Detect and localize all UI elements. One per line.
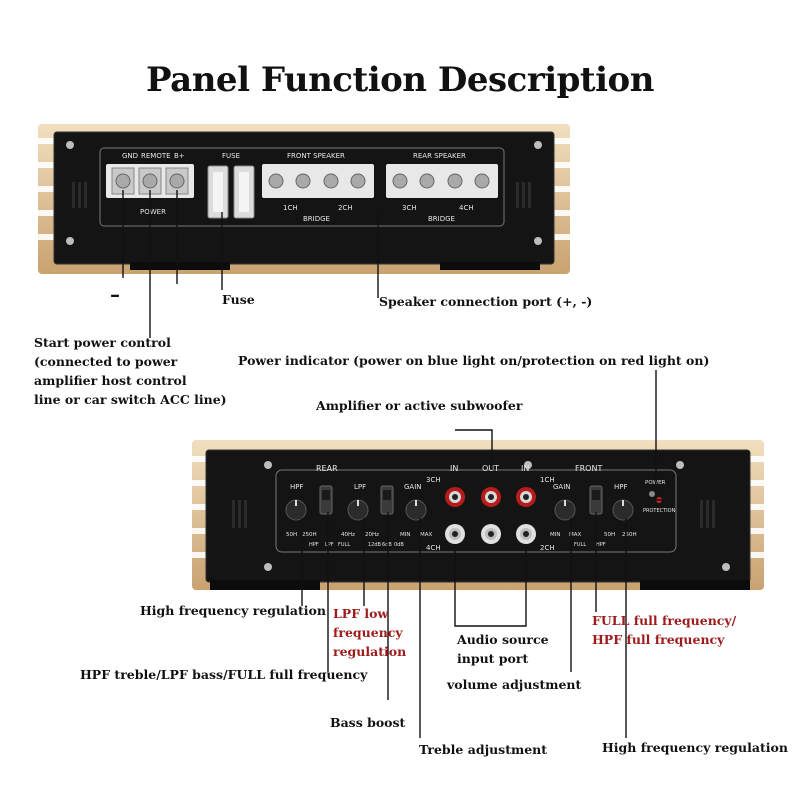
fuse-holders	[207, 165, 255, 219]
gain-front-knob[interactable]	[554, 499, 576, 521]
ch3-label: 3CH	[402, 204, 417, 212]
start-power-line-3: amplifier host control	[34, 373, 187, 388]
top-amplifier: GND REMOTE B+ FUSE FRONT SPEAKER REAR SP…	[38, 124, 570, 274]
hpf-front-knob[interactable]	[612, 499, 634, 521]
full-hpf-line-1: FULL full frequency/	[592, 613, 737, 628]
switch-rear-full: FULL	[338, 542, 350, 548]
hpf-front-50h: 50H	[604, 532, 615, 538]
bottom-amplifier: REAR FRONT IN OUT IN 3CH 1CH 4CH 2CH HPF…	[192, 440, 764, 590]
lpf-20hz: 20Hz	[365, 532, 379, 538]
rear-filter-switch[interactable]	[319, 485, 333, 515]
front-filter-switch[interactable]	[589, 485, 603, 515]
lpf-low-line-2: frequency	[333, 625, 403, 640]
ground-minus-sign: –	[110, 282, 120, 306]
ch1-label: 1CH	[283, 204, 298, 212]
audio-source-annotation: Audio source input port	[457, 630, 549, 668]
gain-rear-max: MAX	[420, 532, 433, 538]
leader-lines	[122, 190, 662, 738]
gnd-label: GND	[122, 152, 138, 160]
rear-speaker-label: REAR SPEAKER	[413, 152, 466, 160]
volume-annotation: volume adjustment	[447, 677, 582, 692]
lpf-40hz: 40Hz	[341, 532, 355, 538]
switch-front-full: FULL	[574, 542, 586, 548]
gain-front-label: GAIN	[553, 483, 571, 491]
power-led	[649, 491, 655, 497]
rca-out-left[interactable]	[481, 487, 501, 507]
full-hpf-line-2: HPF full frequency	[592, 632, 725, 647]
bass-boost-switch[interactable]	[380, 485, 394, 515]
front-label: FRONT	[575, 464, 602, 473]
power-terminals	[106, 164, 194, 198]
switch-front-hpf: HPF	[596, 542, 606, 548]
speaker-port-annotation: Speaker connection port (+, -)	[379, 294, 593, 309]
lpf-low-annotation: LPF low frequency regulation	[333, 604, 406, 661]
start-power-line-1: Start power control	[34, 335, 171, 350]
rear-speaker-terminals	[386, 164, 498, 198]
lpf-rear-label: LPF	[354, 483, 366, 491]
in-label-left: IN	[450, 464, 458, 473]
gain-rear-min: MIN	[400, 532, 410, 538]
ch1-in-label: 1CH	[540, 476, 555, 484]
protection-led-label: PROTECTION	[643, 508, 676, 514]
hpf-front-label: HPF	[614, 483, 628, 491]
hpf-rear-50h: 50H	[286, 532, 297, 538]
hpf-rear-250h: 250H	[302, 532, 317, 538]
rca-in-2ch[interactable]	[516, 524, 536, 544]
audio-source-line-1: Audio source	[457, 632, 549, 647]
ch4-in-label: 4CH	[426, 544, 441, 552]
ch3-in-label: 3CH	[426, 476, 441, 484]
treble-annotation: Treble adjustment	[419, 742, 548, 757]
in-label-right: IN	[521, 464, 529, 473]
ch2-in-label: 2CH	[540, 544, 555, 552]
ch4-label: 4CH	[459, 204, 474, 212]
fuse-panel-label: FUSE	[222, 152, 240, 160]
boost-0db: 0dB	[394, 542, 404, 548]
power-indicator-annotation: Power indicator (power on blue light on/…	[238, 353, 710, 368]
bridge-front-label: BRIDGE	[303, 215, 330, 223]
remote-label: REMOTE	[141, 152, 171, 160]
rca-in-3ch[interactable]	[445, 487, 465, 507]
lpf-low-line-1: LPF low	[333, 606, 389, 621]
bplus-label: B+	[174, 152, 185, 160]
bass-boost-annotation: Bass boost	[330, 715, 406, 730]
power-led-label: POWER	[645, 480, 666, 486]
switch-rear-lpf: LPF	[325, 542, 334, 548]
ch2-label: 2CH	[338, 204, 353, 212]
boost-6db: 6dB	[382, 542, 392, 548]
lpf-low-line-3: regulation	[333, 644, 407, 659]
rca-in-1ch[interactable]	[516, 487, 536, 507]
rca-out-right[interactable]	[481, 524, 501, 544]
gain-front-max: MAX	[569, 532, 582, 538]
front-face-bottom	[205, 449, 751, 583]
front-speaker-label: FRONT SPEAKER	[287, 152, 345, 160]
hpf-treble-annotation: HPF treble/LPF bass/FULL full frequency	[80, 667, 368, 682]
gain-front-min: MIN	[550, 532, 560, 538]
gain-rear-label: GAIN	[404, 483, 422, 491]
page-title: Panel Function Description	[146, 60, 654, 100]
rca-in-4ch[interactable]	[445, 524, 465, 544]
full-hpf-annotation: FULL full frequency/ HPF full frequency	[592, 611, 736, 649]
switch-rear-hpf: HPF	[309, 542, 319, 548]
rear-label: REAR	[316, 464, 338, 473]
bridge-rear-label: BRIDGE	[428, 215, 455, 223]
start-power-line-2: (connected to power	[34, 354, 178, 369]
start-power-annotation: Start power control (connected to power …	[34, 333, 227, 409]
hpf-front-250h: 250H	[622, 532, 637, 538]
high-freq-left-annotation: High frequency regulation	[140, 603, 326, 618]
front-speaker-terminals	[262, 164, 374, 198]
high-freq-right-annotation: High frequency regulation	[602, 740, 788, 755]
hpf-rear-knob[interactable]	[285, 499, 307, 521]
hpf-rear-label: HPF	[290, 483, 304, 491]
fuse-annotation: Fuse	[222, 292, 255, 307]
gain-rear-knob[interactable]	[405, 499, 427, 521]
out-label: OUT	[482, 464, 499, 473]
amplifier-annotation: Amplifier or active subwoofer	[316, 398, 523, 413]
audio-source-line-2: input port	[457, 651, 529, 666]
power-panel-label: POWER	[140, 208, 166, 216]
boost-12db: 12dB	[368, 542, 382, 548]
start-power-line-4: line or car switch ACC line)	[34, 392, 227, 407]
lpf-rear-knob[interactable]	[347, 499, 369, 521]
